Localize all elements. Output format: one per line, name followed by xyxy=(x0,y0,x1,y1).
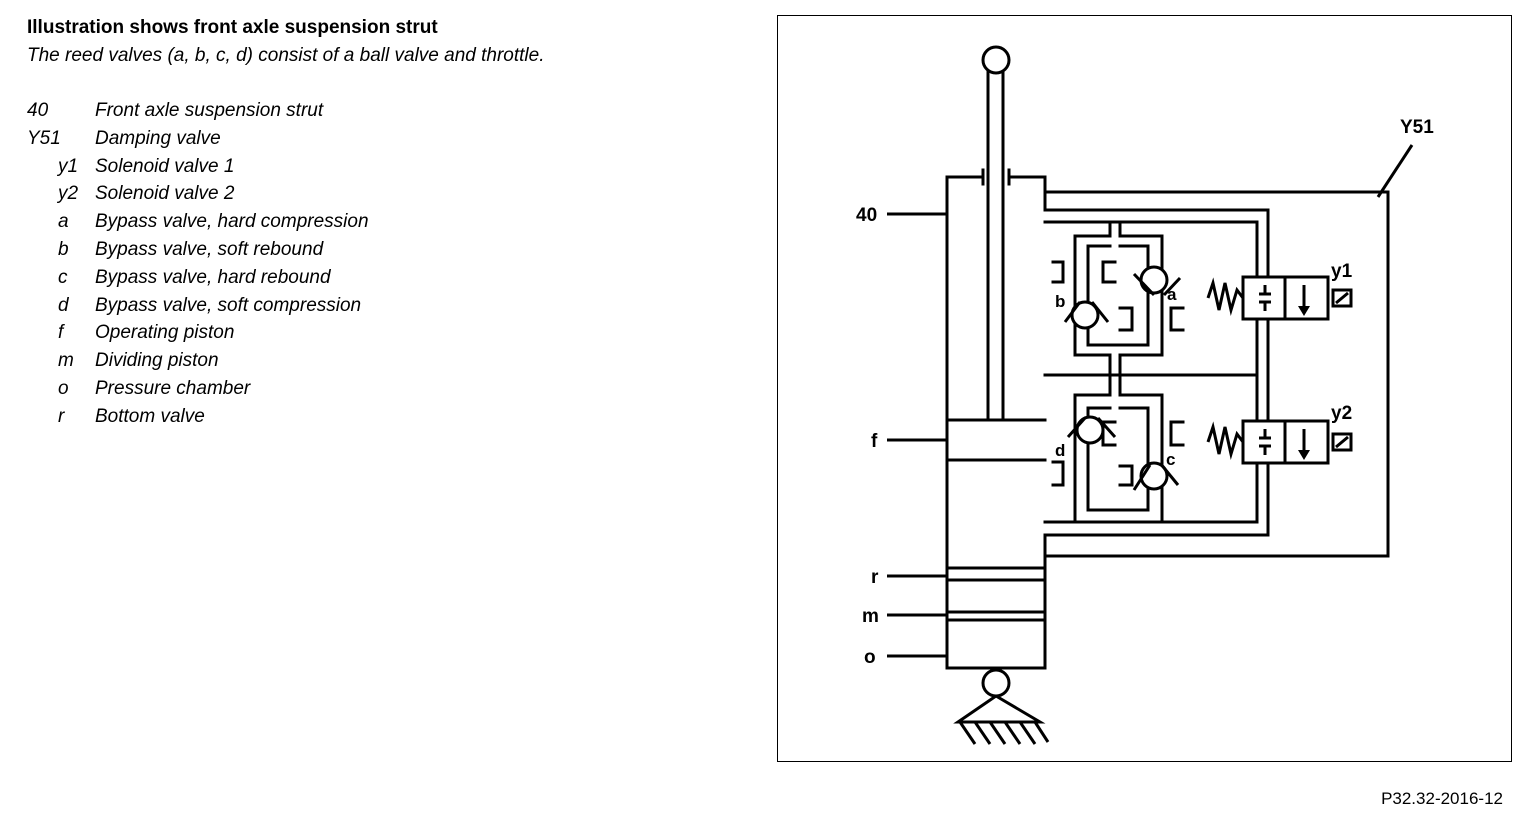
top-mount-eye xyxy=(981,45,1011,75)
reed-valve-block-lower xyxy=(1051,393,1185,524)
spring-2-icon xyxy=(1206,421,1245,460)
bottom-valve xyxy=(945,566,1047,582)
reed-valve-block-upper xyxy=(1051,234,1185,377)
bottom-mount-eye xyxy=(981,668,1011,698)
reference-code: P32.32-2016-12 xyxy=(1381,789,1503,808)
label-c: c xyxy=(1166,450,1175,469)
legend-code: c xyxy=(58,266,68,288)
page-title: Illustration shows front axle suspension… xyxy=(27,17,438,38)
page-subtitle: The reed valves (a, b, c, d) consist of … xyxy=(27,45,545,66)
piston-rod xyxy=(986,70,1005,422)
legend-code: o xyxy=(58,377,69,399)
label-y1: y1 xyxy=(1331,261,1353,282)
legend-desc: Solenoid valve 2 xyxy=(95,183,235,205)
legend-code: r xyxy=(58,405,65,427)
label-f: f xyxy=(871,431,878,452)
legend-code: Y51 xyxy=(27,127,61,149)
arrow-down-icon xyxy=(1298,450,1310,460)
ground-hatch-icon xyxy=(953,694,1050,745)
legend-desc: Bottom valve xyxy=(95,405,205,427)
legend-code: d xyxy=(58,294,69,316)
label-b: b xyxy=(1055,292,1065,311)
legend-code: b xyxy=(58,238,69,260)
legend-code: f xyxy=(58,322,64,344)
spring-1-icon xyxy=(1206,277,1245,316)
legend-desc: Operating piston xyxy=(95,322,235,344)
label-d: d xyxy=(1055,441,1065,460)
ball-valve-seats xyxy=(1063,272,1182,491)
hydraulic-lines xyxy=(1043,220,1259,524)
arrow-down-icon xyxy=(1298,306,1310,316)
label-m: m xyxy=(862,606,879,627)
legend-code: y1 xyxy=(58,155,79,177)
label-r: r xyxy=(871,567,879,588)
legend-desc: Dividing piston xyxy=(95,350,219,372)
label-40: 40 xyxy=(856,205,877,226)
legend-desc: Bypass valve, soft rebound xyxy=(95,238,324,260)
label-y51: Y51 xyxy=(1400,117,1434,138)
legend-desc: Damping valve xyxy=(95,127,221,149)
legend-code: y2 xyxy=(58,183,79,205)
legend-desc: Bypass valve, hard rebound xyxy=(95,266,331,288)
ball-valve-d xyxy=(1075,415,1105,445)
legend-desc: Solenoid valve 1 xyxy=(95,155,235,177)
suspension-strut-diagram xyxy=(777,15,1512,762)
ball-valve-a xyxy=(1139,265,1169,295)
label-y2: y2 xyxy=(1331,403,1352,424)
legend-code: 40 xyxy=(27,100,49,121)
legend-code: m xyxy=(58,350,74,372)
dividing-piston xyxy=(945,610,1047,622)
leader-lines xyxy=(887,144,1414,658)
label-a: a xyxy=(1167,285,1177,304)
solenoid-coil-1-icon xyxy=(1331,288,1353,308)
operating-piston xyxy=(945,418,1047,462)
legend-code: a xyxy=(58,211,69,233)
legend-desc: Pressure chamber xyxy=(95,377,251,399)
legend-desc: Bypass valve, soft compression xyxy=(95,294,362,316)
strut-cylinder xyxy=(945,168,1390,670)
solenoid-coil-2-icon xyxy=(1331,432,1353,452)
legend-desc: Front axle suspension strut xyxy=(95,100,324,121)
label-o: o xyxy=(864,647,876,668)
legend-desc: Bypass valve, hard compression xyxy=(95,211,369,233)
